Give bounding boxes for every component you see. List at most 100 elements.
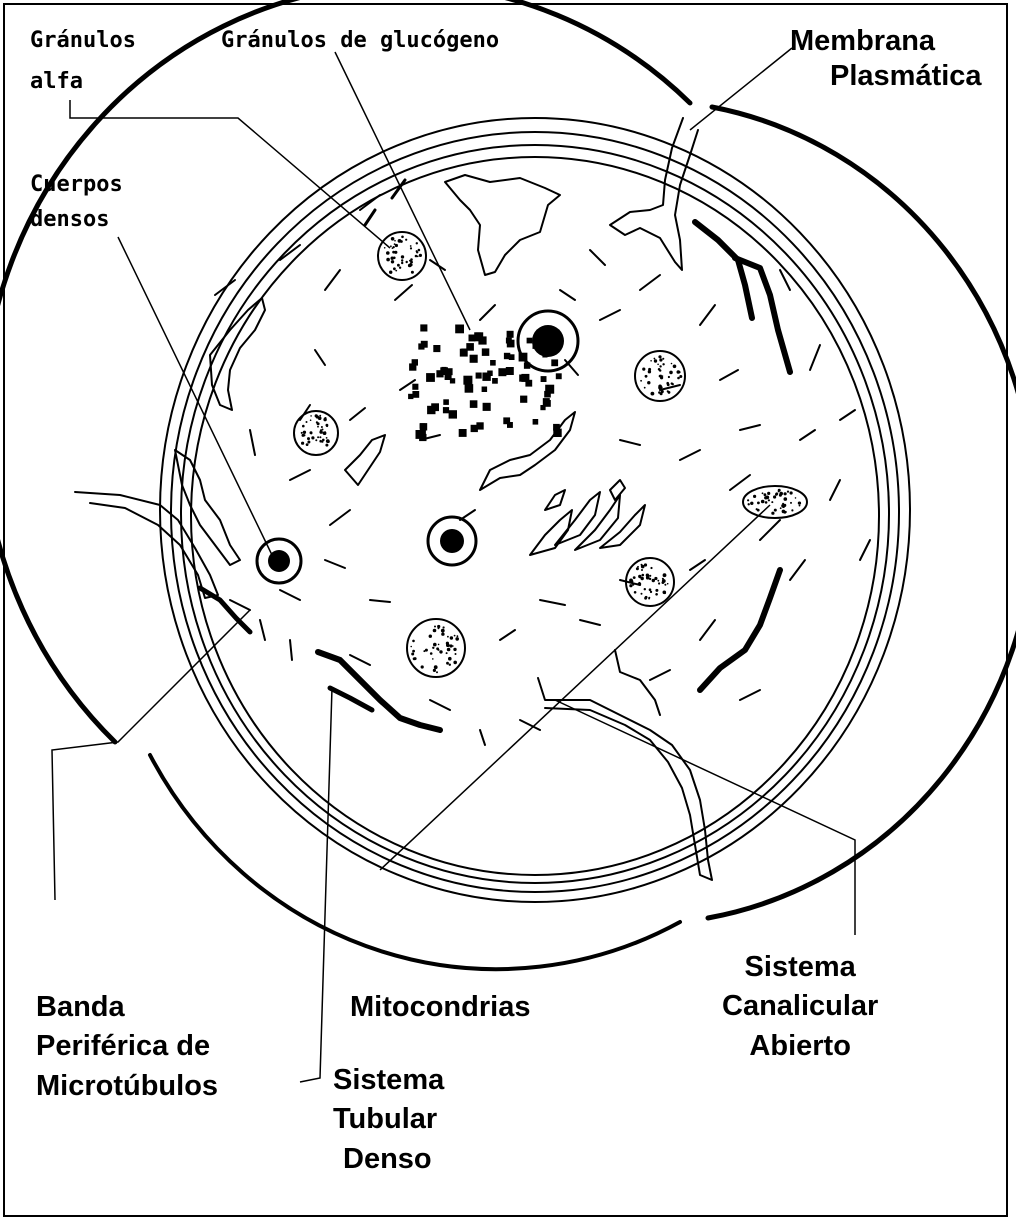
glycogen-granule	[409, 363, 416, 370]
glycogen-granule	[449, 410, 457, 418]
glycogen-granule	[459, 429, 467, 437]
glycogen-granule	[465, 384, 474, 393]
granule-speckle	[641, 565, 645, 569]
granule-speckle	[401, 259, 403, 261]
granule-speckle	[658, 355, 661, 358]
granule-speckle	[326, 424, 329, 427]
granule-speckle	[764, 493, 767, 496]
granule-speckle	[790, 491, 793, 494]
granule-speckle	[323, 431, 327, 435]
label-line: Banda	[36, 990, 218, 1025]
granule-speckle	[391, 257, 394, 260]
granule-speckle	[771, 501, 773, 503]
granule-speckle	[432, 647, 434, 649]
peripheral-ring-4	[191, 157, 879, 875]
granule-speckle	[450, 636, 453, 639]
glycogen-granule	[419, 434, 426, 441]
tubular-shape-5	[345, 435, 385, 485]
granule-speckle	[310, 415, 312, 417]
granule-speckle	[325, 444, 328, 447]
granule-speckle	[672, 383, 674, 385]
granule-speckle	[432, 658, 434, 660]
granule-speckle	[650, 567, 652, 569]
granule-speckle	[416, 242, 418, 244]
granule-speckle	[767, 492, 770, 495]
granule-speckle	[307, 437, 310, 440]
tubular-shape-4	[480, 412, 575, 490]
peripheral-ring-1	[160, 118, 910, 902]
granule-speckle	[397, 264, 400, 267]
label-granulos-glucogeno: Gránulos de glucógeno	[221, 28, 499, 55]
granule-speckle	[645, 375, 648, 378]
granule-speckle	[658, 386, 662, 390]
granule-speckle	[441, 633, 444, 636]
label-line: densos	[30, 207, 123, 234]
granule-speckle	[659, 358, 662, 361]
granule-speckle	[659, 369, 661, 371]
granule-speckle	[647, 381, 650, 384]
glycogen-granule	[443, 407, 449, 413]
glycogen-granule	[426, 373, 435, 382]
granule-speckle	[307, 441, 310, 444]
granule-speckle	[779, 494, 782, 497]
granule-speckle	[434, 665, 438, 669]
glycogen-granule	[420, 324, 427, 331]
label-line: Canalicular	[722, 989, 878, 1024]
granule-speckle	[441, 629, 445, 633]
granule-speckle	[655, 593, 658, 596]
granule-speckle	[667, 583, 669, 585]
granule-speckle	[399, 267, 401, 269]
granule-speckle	[412, 650, 415, 653]
granule-speckle	[664, 592, 666, 594]
granule-speckle	[765, 496, 769, 500]
granule-speckle	[668, 376, 670, 378]
granule-speckle	[302, 434, 305, 437]
label-line: Membrana	[790, 24, 982, 59]
glycogen-granule	[519, 375, 526, 382]
granule-speckle	[779, 490, 781, 492]
granule-speckle	[455, 653, 457, 655]
label-line: Cuerpos	[30, 172, 123, 199]
label-sistema-canalicular: Sistema Canalicular Abierto	[722, 950, 878, 1064]
granule-speckle	[439, 650, 442, 653]
granule-speckle	[317, 426, 319, 428]
granule-speckle	[386, 251, 390, 255]
granule-speckle	[765, 501, 768, 504]
label-granulos-alfa: Gránulos alfa	[30, 28, 136, 96]
granule-speckle	[316, 421, 318, 423]
glycogen-granule	[527, 338, 533, 344]
glycogen-granule	[553, 424, 560, 431]
granule-speckle	[410, 646, 412, 648]
glycogen-granule	[507, 340, 515, 348]
granule-speckle	[410, 247, 412, 249]
granule-speckle	[326, 437, 328, 439]
granule-speckle	[629, 584, 632, 587]
label-mitocondrias: Mitocondrias	[350, 990, 530, 1025]
granule-speckle	[429, 635, 432, 638]
granule-speckle	[453, 648, 456, 651]
granule-speckle	[315, 439, 317, 441]
granule-speckle	[662, 581, 665, 584]
glycogen-granule	[506, 367, 514, 375]
glycogen-granule	[470, 400, 478, 408]
granule-speckle	[393, 246, 395, 248]
granule-speckle	[301, 442, 304, 445]
granule-speckle	[795, 497, 797, 499]
granule-speckle	[322, 439, 325, 442]
granule-speckle	[457, 635, 459, 637]
granule-speckle	[433, 669, 436, 672]
granule-speckle	[323, 418, 326, 421]
glycogen-granule	[420, 423, 425, 428]
granule-speckle	[412, 640, 415, 643]
glycogen-granule	[463, 376, 472, 385]
label-membrana-plasmatica: Membrana Plasmática	[790, 24, 982, 95]
granule-speckle	[386, 258, 390, 262]
granule-speckle	[748, 503, 750, 505]
granule-speckle	[636, 567, 639, 570]
glycogen-granule	[498, 368, 506, 376]
glycogen-granule	[420, 429, 426, 435]
granule-speckle	[316, 415, 319, 418]
granule-speckle	[417, 256, 419, 258]
granule-speckle	[641, 593, 643, 595]
canalicular-channel-bottom	[538, 678, 712, 880]
